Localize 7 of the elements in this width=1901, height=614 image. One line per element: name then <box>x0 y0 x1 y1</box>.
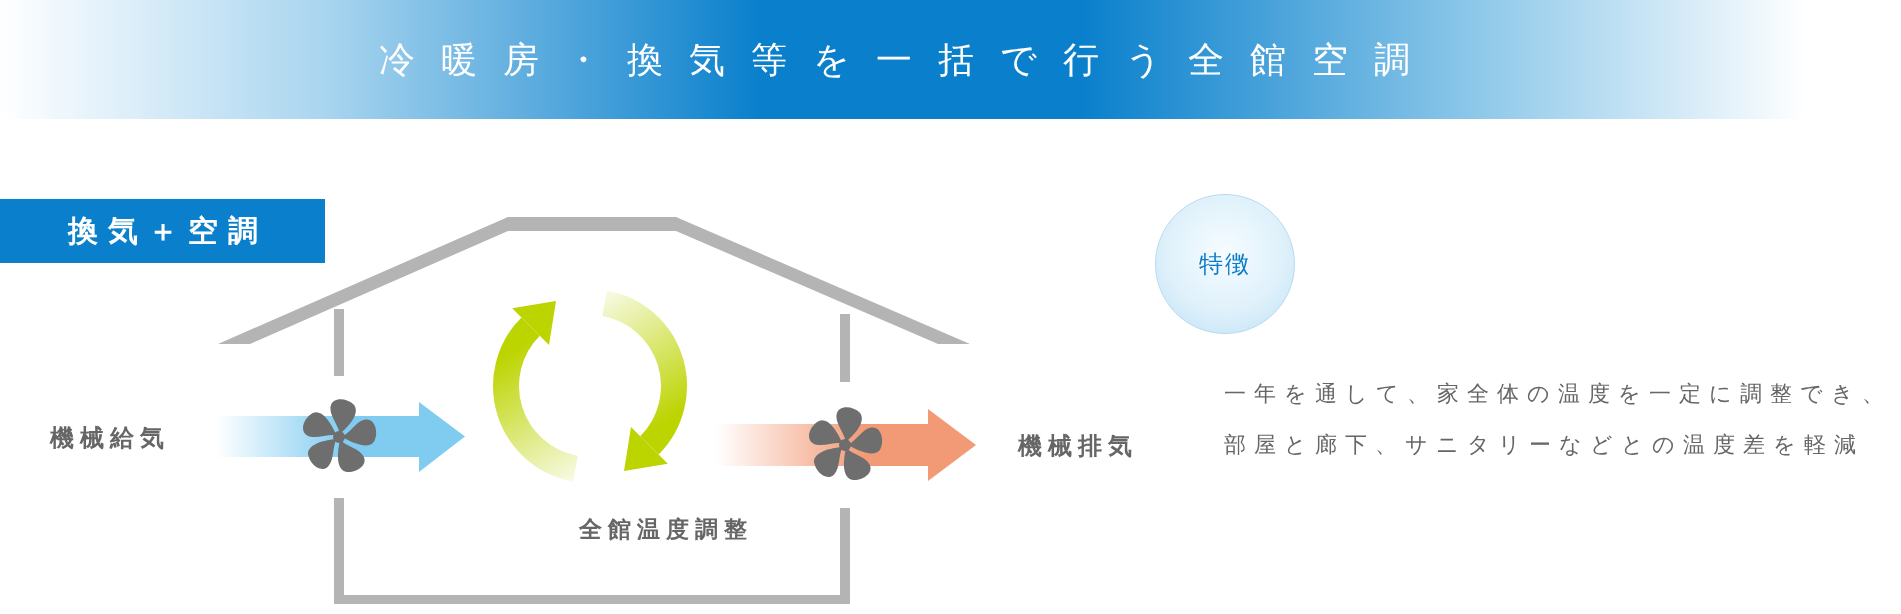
exhaust-air-label: 機械排気 <box>1018 431 1138 461</box>
supply-air-label: 機械給気 <box>50 423 170 453</box>
feature-bubble: 特徴 <box>1155 194 1295 334</box>
section-heading-badge: 換気＋空調 <box>0 199 325 263</box>
title-text: 冷暖房・換気等を一括で行う全館空調 <box>379 40 1436 80</box>
feature-description: 一年を通して、家全体の温度を一定に調整でき、部屋と廊下、サニタリーなどとの温度差を軽減 <box>1224 380 1893 459</box>
house-caption: 全館温度調整 <box>579 515 753 544</box>
